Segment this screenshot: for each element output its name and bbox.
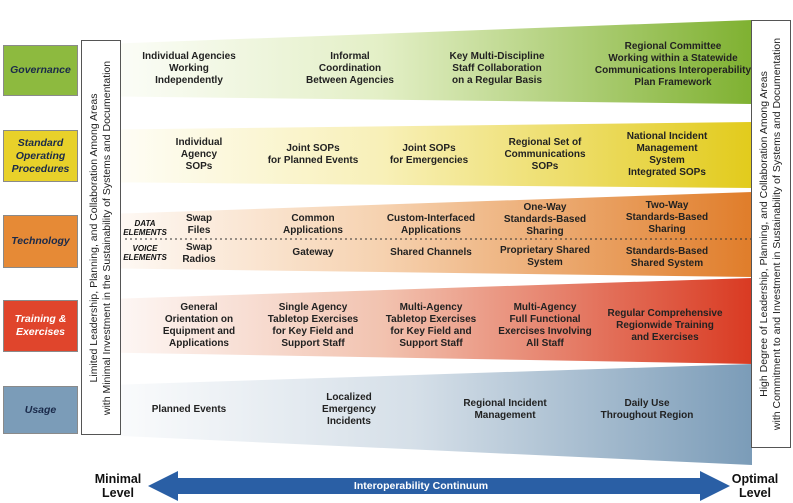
left-description-box: Limited Leadership, Planning, and Collab… (81, 40, 121, 435)
lane-label-training: Training &Exercises (3, 300, 78, 352)
training-label-bg (3, 300, 78, 352)
usage-band (78, 364, 752, 465)
governance-label-bg (3, 45, 78, 96)
technology-voice-cell: Gateway (292, 247, 334, 258)
technology-band (78, 192, 752, 277)
interoperability-continuum-label: Interoperability Continuum (353, 480, 489, 492)
right-description-box: High Degree of Leadership, Planning, and… (751, 20, 791, 448)
sops-label-bg (3, 130, 78, 182)
interoperability-arrow (148, 471, 730, 501)
training-band (78, 278, 752, 364)
sops-band (78, 122, 752, 188)
technology-voice-cell: Shared Channels (390, 247, 472, 258)
lane-label-usage: Usage (3, 386, 78, 434)
lane-label-governance: Governance (3, 45, 78, 96)
right-description-text: High Degree of Leadership, Planning, and… (758, 37, 783, 431)
lane-label-technology: Technology (3, 215, 78, 268)
left-description-text: Limited Leadership, Planning, and Collab… (88, 60, 113, 415)
usage-label-bg (3, 386, 78, 434)
technology-label-bg (3, 215, 78, 268)
usage-cell: Planned Events (151, 404, 227, 415)
governance-band (78, 20, 752, 104)
